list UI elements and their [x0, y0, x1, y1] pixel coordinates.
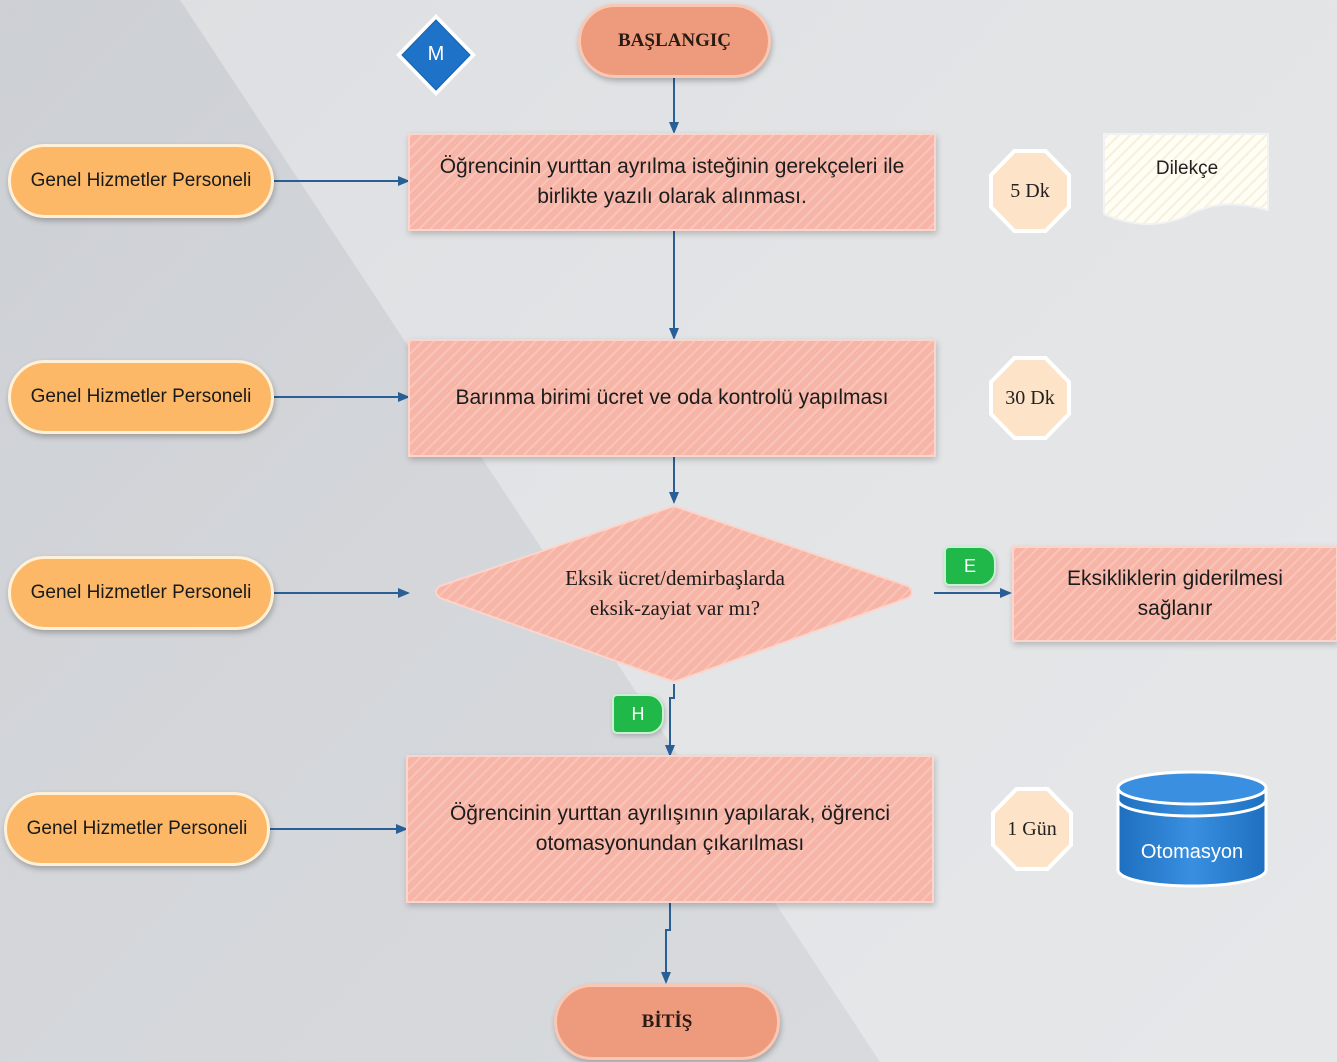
- duration-2: 30 Dk: [993, 360, 1067, 436]
- decision-diamond: [435, 504, 913, 684]
- yes-badge: E: [944, 546, 996, 586]
- end-terminal: BİTİŞ: [554, 984, 780, 1060]
- database-label: Otomasyon: [1140, 841, 1244, 863]
- decision-line1: Eksik ücret/demirbaşlarda: [565, 566, 785, 590]
- actor-1: Genel Hizmetler Personeli: [8, 144, 274, 218]
- duration-1: 5 Dk: [993, 153, 1067, 229]
- document-label: Dilekçe: [1155, 158, 1219, 179]
- actor-3: Genel Hizmetler Personeli: [8, 556, 274, 630]
- duration-3: 1 Gün: [995, 791, 1069, 867]
- start-terminal: BAŞLANGIÇ: [578, 4, 771, 78]
- process-step-1-line1: Öğrencinin yurttan ayrılma isteğinin ger…: [439, 154, 905, 178]
- connector-m-label: M: [427, 43, 445, 65]
- process-step-2: Barınma birimi ücret ve oda kontrolü yap…: [408, 339, 936, 457]
- arrow-step3-to-end: [661, 902, 671, 984]
- actor-2: Genel Hizmetler Personeli: [8, 360, 274, 434]
- process-step-1-line2: birlikte yazılı olarak alınması.: [537, 185, 807, 208]
- database-cylinder: [1116, 770, 1268, 888]
- document-shape: [1103, 133, 1269, 225]
- no-badge: H: [612, 694, 664, 734]
- process-step-1: Öğrencinin yurttan ayrılma isteğinin ger…: [408, 133, 936, 231]
- process-step-3-line1: Öğrencinin yurttan ayrılışının yapılarak…: [449, 801, 891, 825]
- side-process-line2: sağlanır: [1137, 597, 1213, 620]
- process-step-3: Öğrencinin yurttan ayrılışının yapılarak…: [406, 755, 934, 903]
- decision-line2: eksik-zayiat var mı?: [589, 596, 761, 621]
- arrow-decision-no: [665, 684, 675, 757]
- actor-4: Genel Hizmetler Personeli: [4, 792, 270, 866]
- connector-m: [396, 14, 476, 96]
- side-process: Eksikliklerin giderilmesi sağlanır: [1012, 546, 1337, 642]
- decision-text: Eksik ücret/demirbaşlarda eksik-zayiat v…: [500, 563, 850, 624]
- side-process-line1: Eksikliklerin giderilmesi: [1067, 566, 1283, 590]
- process-step-3-line2: otomasyonundan çıkarılması: [535, 832, 805, 855]
